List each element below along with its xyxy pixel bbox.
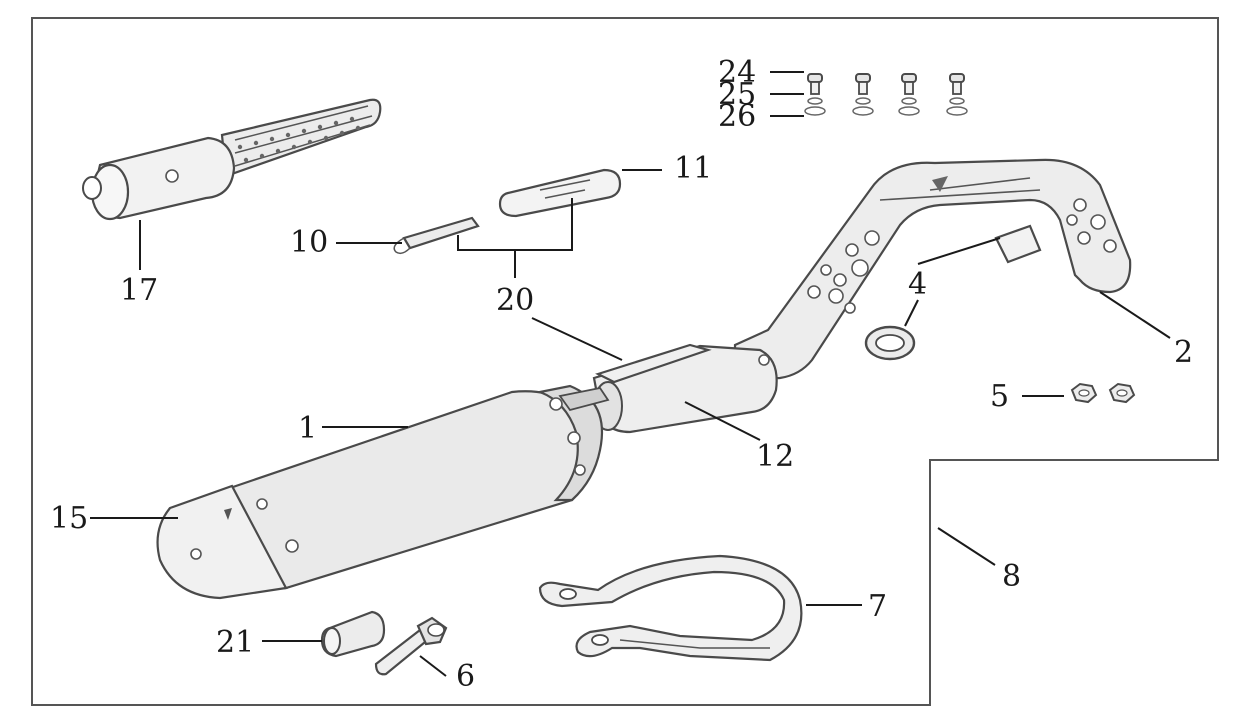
heat-shield-part[interactable] xyxy=(498,168,622,218)
screw-set[interactable] xyxy=(804,73,968,116)
label-26: 26 xyxy=(718,99,756,134)
muffler-body-part[interactable] xyxy=(228,384,610,590)
label-7: 7 xyxy=(868,589,887,624)
part-labels: 24 25 26 11 17 10 20 1 15 12 4 2 5 8 7 2… xyxy=(50,55,1193,694)
label-20: 20 xyxy=(496,283,534,318)
muffler-clamp-part[interactable] xyxy=(538,554,803,662)
nut-part[interactable] xyxy=(1070,382,1136,404)
label-1: 1 xyxy=(298,411,317,446)
label-11: 11 xyxy=(674,151,712,186)
label-15: 15 xyxy=(50,501,88,536)
diagram-frame xyxy=(31,17,1219,706)
label-17: 17 xyxy=(120,273,158,308)
spring-part[interactable] xyxy=(393,216,480,255)
gasket-part[interactable] xyxy=(864,325,916,361)
label-2: 2 xyxy=(1174,335,1193,370)
label-24: 24 xyxy=(718,55,756,90)
label-5: 5 xyxy=(990,379,1009,414)
label-4: 4 xyxy=(908,267,927,302)
bolt-part[interactable] xyxy=(374,616,448,676)
label-12: 12 xyxy=(756,439,794,474)
header-pipe-part[interactable] xyxy=(733,158,1132,382)
collar-part[interactable] xyxy=(320,610,386,658)
spark-arrestor-part[interactable] xyxy=(82,98,382,221)
label-21: 21 xyxy=(216,625,254,660)
end-cap-part[interactable] xyxy=(156,484,299,600)
leader-lines xyxy=(90,71,1171,677)
label-10: 10 xyxy=(290,225,328,260)
label-6: 6 xyxy=(456,659,475,694)
label-8: 8 xyxy=(1002,559,1021,594)
label-25: 25 xyxy=(718,77,756,112)
connecting-pipe-part[interactable] xyxy=(592,343,778,434)
